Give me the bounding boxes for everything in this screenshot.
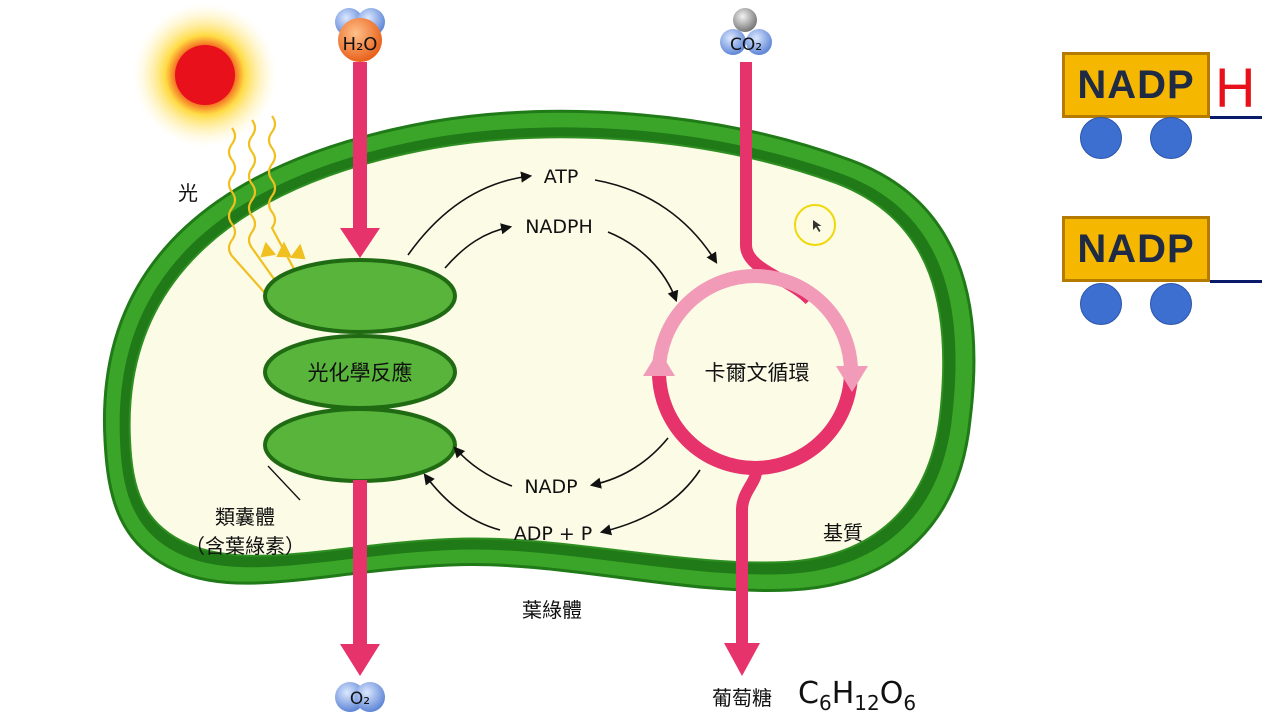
nadp-box-label: NADP [1077, 226, 1195, 271]
nadp-electron-dot-1 [1080, 283, 1122, 325]
nadp-bond-line [1210, 280, 1262, 283]
formula-o: O [879, 676, 904, 711]
formula-o-sub: 6 [903, 691, 917, 715]
water-label: H₂O [343, 34, 378, 55]
calvin-arrowhead-right [836, 366, 868, 392]
oxygen-molecule-icon [335, 682, 385, 712]
glucose-arrow [736, 465, 762, 645]
nadp-arrow-out [589, 437, 669, 489]
nadph-box: NADP [1062, 52, 1210, 118]
oxygen-arrow [353, 480, 367, 646]
calvin-cycle-label: 卡爾文循環 [705, 361, 810, 385]
oxygen-arrowhead [340, 644, 380, 676]
water-arrowhead [340, 228, 380, 258]
adp-arrow-in [423, 473, 501, 531]
thylakoid-stack [263, 258, 457, 483]
formula-h-sub: 12 [854, 691, 880, 715]
nadph-electron-dot-2 [1150, 117, 1192, 159]
formula-c: C [798, 676, 819, 711]
glucose-label: 葡萄糖 [712, 686, 772, 710]
light-label: 光 [178, 181, 198, 205]
formula-h: H [831, 676, 855, 711]
nadph-electron-dot-1 [1080, 117, 1122, 159]
stroma-label: 基質 [823, 521, 863, 545]
glucose-arrowhead [724, 643, 760, 676]
nadph-arrow-in [607, 231, 679, 303]
nadph-arrow-out [444, 223, 513, 269]
cursor-highlight-icon [794, 204, 836, 246]
co2-label: CO₂ [730, 35, 762, 55]
chloroplast-label: 葉綠體 [522, 598, 582, 622]
hydrogen-letter: H [1215, 56, 1256, 119]
atp-arrow-in [594, 179, 718, 264]
calvin-arrowhead-left [643, 350, 675, 376]
formula-c-sub: 6 [818, 691, 832, 715]
light-reaction-label: 光化學反應 [308, 361, 413, 385]
atp-label: ATP [544, 166, 579, 188]
water-arrow [353, 62, 367, 230]
nadp-electron-dot-2 [1150, 283, 1192, 325]
atp-arrow-out [407, 171, 533, 256]
nadph-label: NADPH [525, 216, 593, 238]
nadph-bond-line [1210, 116, 1262, 119]
sun-icon [133, 3, 277, 147]
thylakoid-sublabel: （含葉綠素） [185, 534, 305, 558]
light-wave-icon [227, 115, 306, 302]
water-molecule-icon [335, 8, 385, 62]
nadp-arrow-in [453, 446, 513, 487]
nadp-label: NADP [524, 476, 577, 498]
thylakoid-callout-line [267, 465, 301, 501]
nadp-box: NADP [1062, 216, 1210, 282]
oxygen-label: O₂ [350, 689, 370, 709]
adp-label: ADP + P [514, 523, 593, 545]
nadph-box-label: NADP [1077, 62, 1195, 107]
glucose-formula: C6H12O6 [798, 676, 916, 715]
co2-molecule-icon [720, 8, 772, 55]
adp-arrow-out [599, 469, 701, 536]
thylakoid-label: 類囊體 [215, 505, 275, 529]
